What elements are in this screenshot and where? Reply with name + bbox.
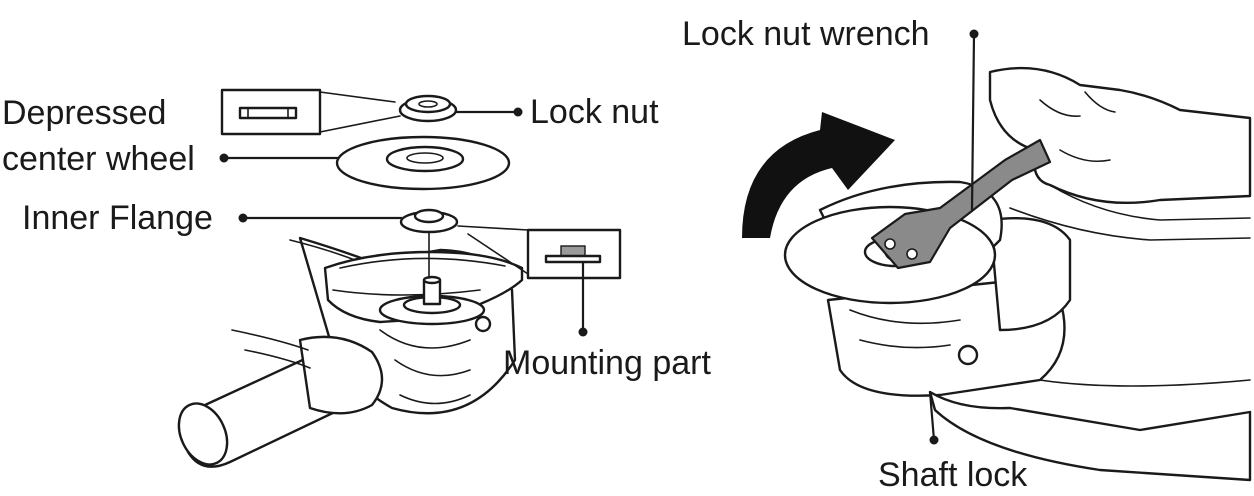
label-lock-nut: Lock nut bbox=[530, 93, 659, 131]
label-depressed-center-wheel-line2: center wheel bbox=[2, 140, 195, 178]
lock-nut-wrench-part bbox=[870, 138, 1052, 270]
rotation-arrow bbox=[742, 112, 895, 238]
leader-lines bbox=[219, 29, 979, 445]
grinder-body-right bbox=[826, 217, 1252, 482]
side-handle bbox=[177, 329, 384, 468]
depressed-center-wheel-part bbox=[335, 135, 511, 191]
exploded-assembly-illustration bbox=[177, 88, 622, 468]
label-depressed-center-wheel-line1: Depressed bbox=[2, 94, 166, 132]
spindle bbox=[378, 275, 492, 333]
label-shaft-lock: Shaft lock bbox=[878, 456, 1028, 494]
lock-nut-part bbox=[398, 94, 458, 123]
label-inner-flange: Inner Flange bbox=[22, 199, 213, 237]
wrench-tightening-illustration bbox=[742, 66, 1252, 482]
inner-flange-part bbox=[399, 208, 459, 279]
label-group: Depressed center wheel Lock nut Inner Fl… bbox=[2, 15, 1028, 494]
mounting-part-cross-section-callout bbox=[457, 225, 622, 280]
lock-nut-cross-section-callout bbox=[220, 88, 401, 136]
label-mounting-part: Mounting part bbox=[503, 344, 711, 382]
label-lock-nut-wrench: Lock nut wrench bbox=[682, 15, 930, 53]
